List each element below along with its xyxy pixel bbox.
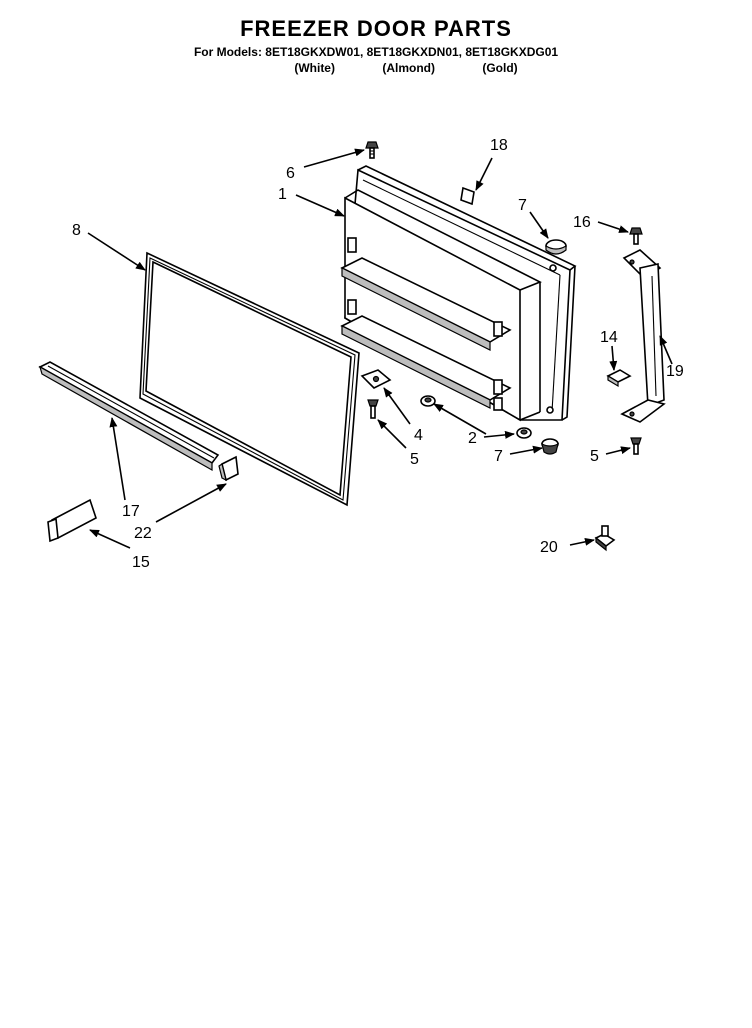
hinge-pin xyxy=(594,525,616,552)
door-gasket xyxy=(139,251,360,507)
callout-4: 4 xyxy=(414,427,423,444)
callout-5-left: 5 xyxy=(410,451,419,468)
tag-label xyxy=(47,498,97,543)
screw-top xyxy=(365,141,379,159)
callout-7-bottom: 7 xyxy=(494,448,503,465)
callout-1: 1 xyxy=(278,186,287,203)
callout-15: 15 xyxy=(132,554,150,571)
door-trim-strip xyxy=(38,361,220,472)
leader-lines xyxy=(87,148,673,549)
color-gold: (Gold) xyxy=(482,61,518,75)
color-white: (White) xyxy=(294,61,335,75)
hinge-screw-top xyxy=(629,227,643,245)
callout-14: 14 xyxy=(600,329,618,346)
color-almond: (Almond) xyxy=(382,61,435,75)
callout-6: 6 xyxy=(286,165,295,182)
bottom-glide-left xyxy=(420,395,436,407)
callout-18: 18 xyxy=(490,137,508,154)
callout-8: 8 xyxy=(72,222,81,239)
color-variants: (White) (Almond) (Gold) xyxy=(30,61,752,75)
callout-5-right: 5 xyxy=(590,448,599,465)
callout-19: 19 xyxy=(666,363,684,380)
callout-17: 17 xyxy=(122,503,140,520)
callout-22: 22 xyxy=(134,525,152,542)
page-title: FREEZER DOOR PARTS xyxy=(240,16,512,41)
callout-2: 2 xyxy=(468,430,477,447)
door-stop-top xyxy=(545,239,567,255)
bottom-glide-right xyxy=(516,427,532,439)
screw-bottom-right xyxy=(630,437,642,455)
bottom-bracket xyxy=(360,369,392,389)
freezer-door-liner xyxy=(340,165,577,422)
models-line: For Models: 8ET18GKXDW01, 8ET18GKXDN01, … xyxy=(193,45,559,59)
callout-20: 20 xyxy=(540,539,558,556)
screw-bottom-left xyxy=(367,399,379,419)
handle-clip xyxy=(606,369,632,388)
trim-end-cap xyxy=(218,455,239,482)
callout-16: 16 xyxy=(573,214,591,231)
door-label xyxy=(460,186,475,206)
door-handle xyxy=(620,249,666,423)
callout-7-top: 7 xyxy=(518,197,527,214)
door-stop-bottom xyxy=(541,438,559,455)
